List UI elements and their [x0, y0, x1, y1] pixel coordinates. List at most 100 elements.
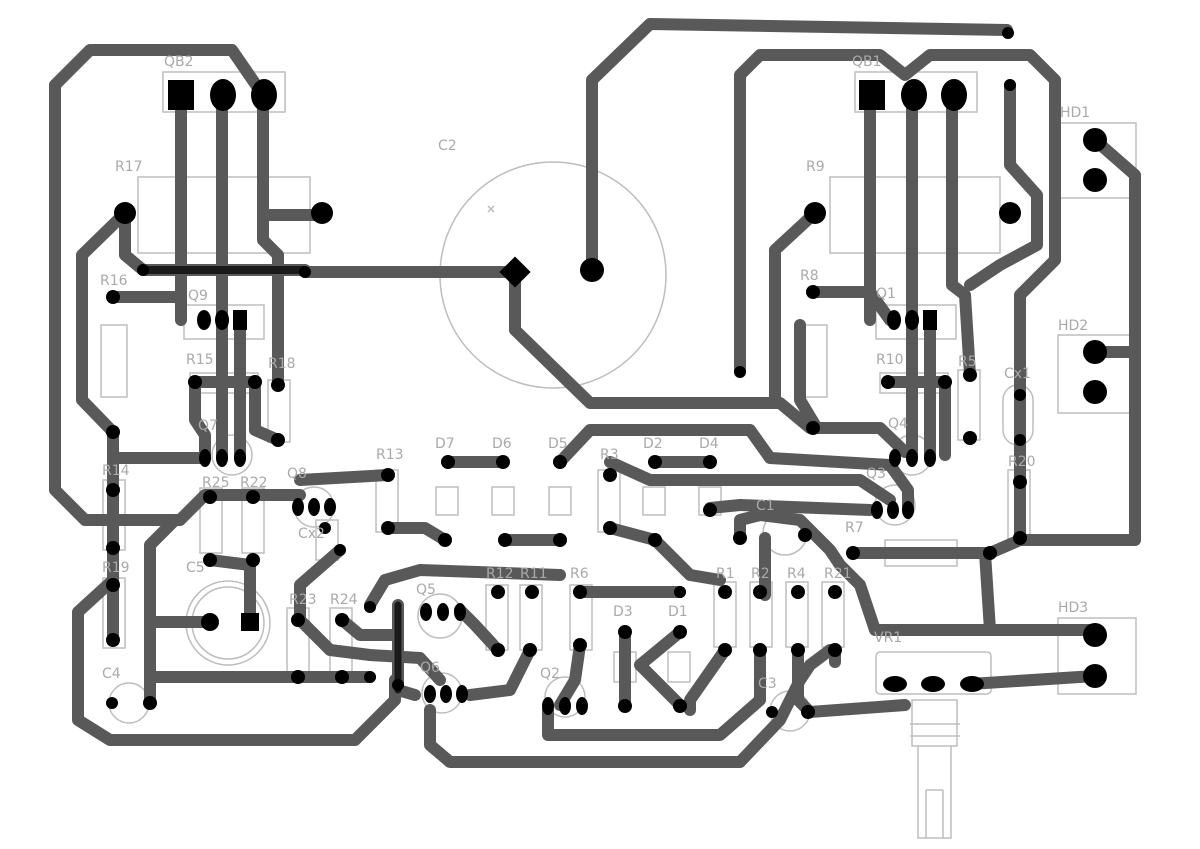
- q9-pad-1: [197, 310, 211, 330]
- r21-pad-2: [828, 643, 842, 657]
- r25-pad-1: [203, 490, 217, 504]
- r5-pad-2: [963, 431, 977, 445]
- q7-pad-3: [234, 449, 246, 467]
- c2-center-mark: [487, 205, 495, 213]
- label-c5: C5: [186, 560, 205, 576]
- vr1-outline: [875, 651, 992, 695]
- label-q6: Q6: [420, 660, 440, 676]
- trace-q7-bus: [107, 376, 211, 464]
- trace-r6-low: [554, 639, 586, 711]
- r17-jumper-pad: [299, 266, 311, 278]
- label-d7: D7: [435, 436, 455, 452]
- r2-pad-2: [753, 643, 767, 657]
- r4-pad-2: [791, 643, 805, 657]
- r1-pad-1: [718, 585, 732, 599]
- q5-pad-3: [454, 603, 466, 621]
- r18-pad-2: [271, 433, 285, 447]
- q9-pad-2: [215, 310, 229, 330]
- trace-top-bus: [586, 18, 1013, 276]
- trace-qb1-3: [946, 89, 976, 381]
- r25-pad-2: [203, 553, 217, 567]
- r25-outline: [199, 487, 223, 554]
- r14-pad-2: [106, 541, 120, 555]
- label-vr1: VR1: [874, 630, 902, 646]
- label-r3: R3: [600, 447, 619, 463]
- q3-pad-1: [871, 501, 883, 519]
- label-r8: R8: [800, 268, 819, 284]
- c5-pad-2: [241, 613, 259, 631]
- label-r22: R22: [240, 475, 268, 491]
- r12-pad-2: [491, 643, 505, 657]
- c5-bus-pad: [364, 671, 376, 683]
- label-r2: R2: [751, 566, 770, 582]
- r17-pad-1: [114, 202, 136, 224]
- label-r1: R1: [716, 566, 735, 582]
- vr1-shaft: [911, 699, 958, 747]
- d1-body: [667, 651, 691, 683]
- d5-pad-1: [553, 455, 567, 469]
- vr1-pad-1: [883, 676, 907, 692]
- r23-pad-1: [291, 613, 305, 627]
- label-q8: Q8: [287, 466, 307, 482]
- r24-pad-1: [335, 613, 349, 627]
- label-r5: R5: [958, 354, 977, 370]
- r5-pad-1: [963, 368, 977, 382]
- r13-pad-1: [381, 468, 395, 482]
- hd1-pad-1: [1083, 128, 1107, 152]
- trace-d3-d1: [619, 626, 686, 711]
- r3-pad-1: [603, 468, 617, 482]
- label-q2: Q2: [540, 666, 560, 682]
- q8-pad-3: [324, 498, 336, 516]
- r16-pad-2: [106, 425, 120, 439]
- label-r17: R17: [115, 159, 143, 175]
- q5-pad-2: [437, 603, 449, 621]
- q4-pad-2: [906, 449, 918, 467]
- q7-pad-2: [216, 449, 228, 467]
- q3-pad-3: [902, 501, 914, 519]
- trace-d4-q3: [704, 499, 876, 516]
- label-r16: R16: [100, 273, 128, 289]
- component-labels: QB2 QB1 C2 HD1 HD2 HD3 R17 R9 R16 R8 Q9 …: [100, 54, 1090, 692]
- trace-d5-d2-top: [554, 424, 914, 516]
- r22-pad-1: [246, 490, 260, 504]
- q7-pad-1: [199, 449, 211, 467]
- trace-r15b: [249, 376, 284, 446]
- d3-pad-2: [618, 699, 632, 713]
- trace-vr1-hd3: [964, 670, 1101, 690]
- c3-pad-2: [801, 705, 815, 719]
- hd2-pad-2: [1083, 380, 1107, 404]
- label-r21: R21: [824, 566, 852, 582]
- trace-q8-r13: [294, 469, 394, 486]
- q4-pad-1: [889, 449, 901, 467]
- label-c4: C4: [102, 666, 121, 682]
- r3-pad-2: [603, 521, 617, 535]
- qb1-right-pad: [1004, 79, 1016, 91]
- trace-r3-low: [604, 522, 726, 586]
- d7-pad-1: [441, 455, 455, 469]
- trace-qb2-3b: [257, 209, 284, 391]
- r12-pad-1: [491, 585, 505, 599]
- trace-r11-low: [464, 644, 536, 701]
- label-d1: D1: [668, 604, 688, 620]
- d1-pad-1: [673, 625, 687, 639]
- c3-pad-1: [766, 706, 778, 718]
- r9-left-end-pad: [734, 366, 746, 378]
- q2-pad-2: [559, 697, 571, 715]
- r19-pad-2: [106, 633, 120, 647]
- trace-left-loop: [49, 44, 306, 526]
- d5-body: [548, 486, 572, 516]
- r15-pad-1: [188, 375, 202, 389]
- d2-pad-1: [648, 455, 662, 469]
- r18-pad-1: [271, 378, 285, 392]
- trace-r13-low: [382, 522, 451, 546]
- cx2-pad-1: [319, 522, 331, 534]
- label-cx2: Cx2: [298, 526, 325, 542]
- label-d4: D4: [699, 436, 719, 452]
- label-q9: Q9: [188, 288, 208, 304]
- label-r13: R13: [376, 447, 404, 463]
- c4-pad-1: [106, 697, 118, 709]
- label-qb1: QB1: [852, 54, 882, 70]
- r8-pad-2: [806, 421, 820, 435]
- label-d3: D3: [613, 604, 633, 620]
